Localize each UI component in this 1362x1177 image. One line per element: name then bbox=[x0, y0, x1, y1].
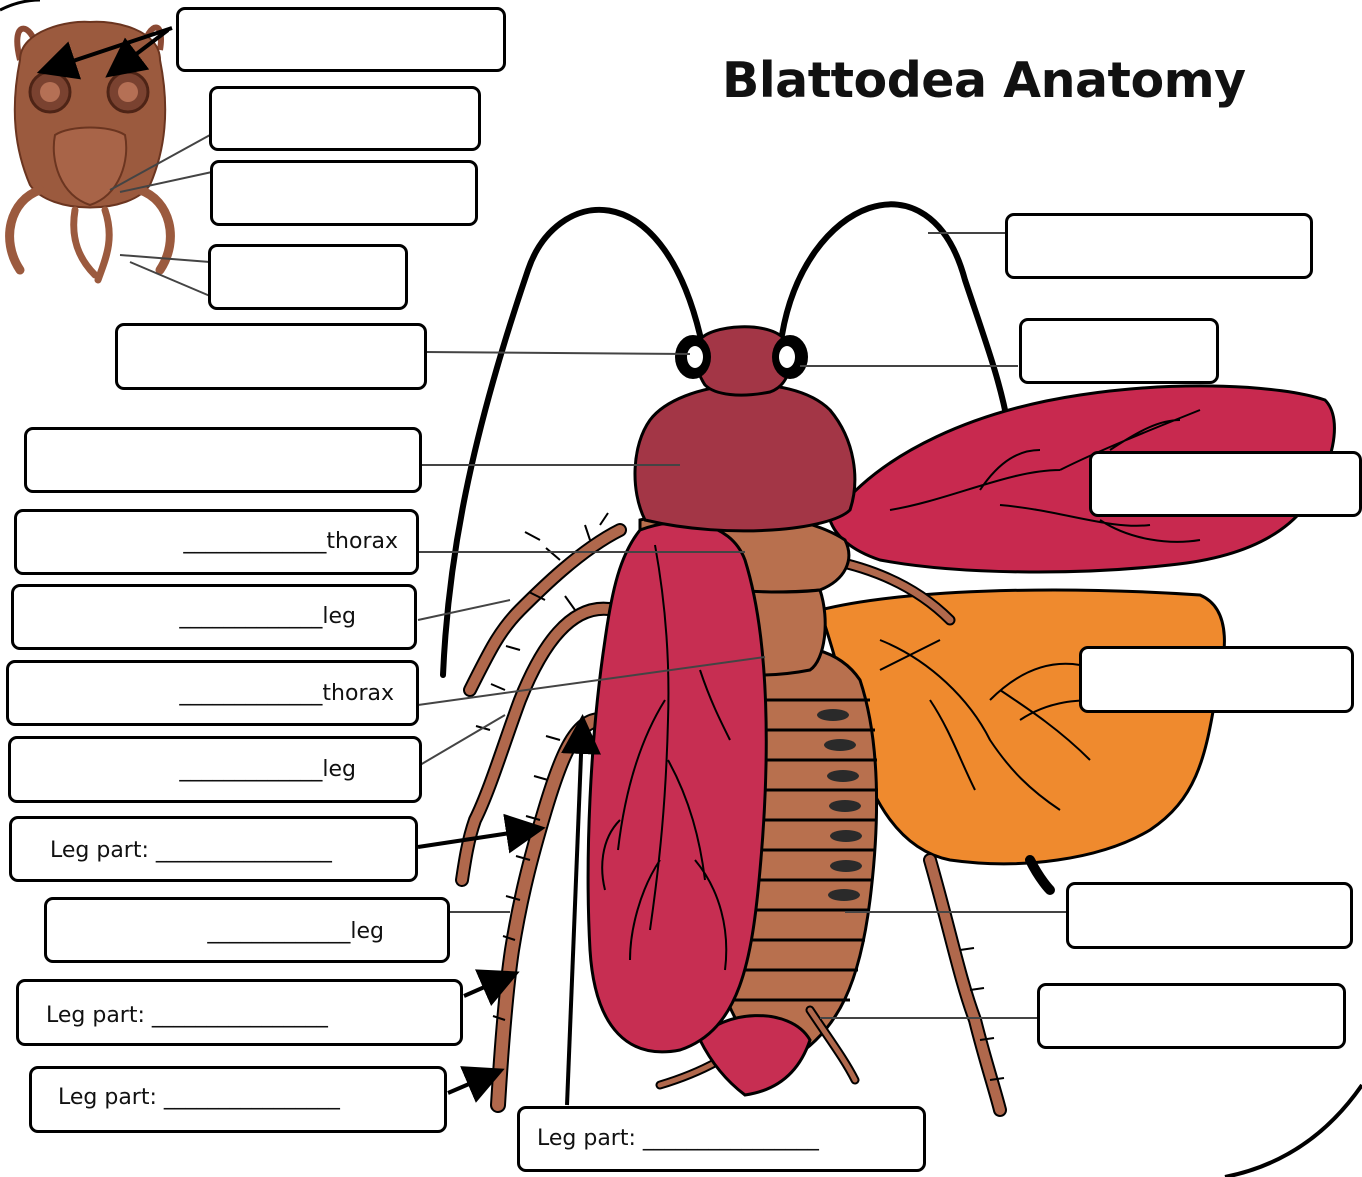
leg-part-label: Leg part: ________________ bbox=[50, 838, 332, 863]
answer-box-thorax-2[interactable]: _____________thorax bbox=[6, 660, 419, 726]
answer-box-leg-part-3[interactable]: Leg part: ________________ bbox=[29, 1066, 447, 1133]
leg-label: _____________leg bbox=[179, 757, 356, 782]
answer-box-leg-part-4[interactable]: Leg part: ________________ bbox=[517, 1106, 926, 1172]
answer-box-head-part-2[interactable] bbox=[210, 160, 478, 226]
answer-box-leg-part-1[interactable]: Leg part: ________________ bbox=[9, 816, 418, 882]
answer-box-leg-1[interactable]: _____________leg bbox=[11, 584, 417, 650]
leg-part-label: Leg part: ________________ bbox=[46, 1003, 328, 1028]
spiracle bbox=[830, 830, 862, 842]
answer-box-head-part-1[interactable] bbox=[209, 86, 481, 151]
spiracle bbox=[824, 739, 856, 751]
right-antenna bbox=[782, 204, 1008, 425]
answer-box-leg-part-2[interactable]: Leg part: ________________ bbox=[16, 979, 463, 1046]
answer-box-abdomen[interactable] bbox=[1066, 882, 1353, 949]
spiracle bbox=[830, 860, 862, 872]
spiracle bbox=[829, 800, 861, 812]
pronotum bbox=[635, 385, 855, 531]
answer-box-hindwing[interactable] bbox=[1089, 451, 1362, 517]
answer-box-wing[interactable] bbox=[1079, 646, 1354, 713]
leg-label: _____________leg bbox=[207, 919, 384, 944]
thorax-label: _____________thorax bbox=[183, 529, 398, 554]
answer-box-compound-eye[interactable] bbox=[115, 323, 427, 390]
answer-box-leg-3[interactable]: _____________leg bbox=[44, 897, 450, 963]
right-hind-leg bbox=[930, 860, 1000, 1110]
answer-box-eyes[interactable] bbox=[176, 7, 506, 72]
hindwing-orange bbox=[820, 590, 1224, 864]
answer-box-palps[interactable] bbox=[208, 244, 408, 310]
forewing bbox=[588, 522, 766, 1052]
page-title: Blattodea Anatomy bbox=[722, 52, 1282, 109]
leg-part-label: Leg part: ________________ bbox=[58, 1085, 340, 1110]
spiracle bbox=[817, 709, 849, 721]
spiracle bbox=[828, 889, 860, 901]
leg-label: _____________leg bbox=[179, 604, 356, 629]
leg-part-label: Leg part: ________________ bbox=[537, 1126, 819, 1151]
answer-box-head[interactable] bbox=[1019, 318, 1219, 384]
spiracle bbox=[827, 770, 859, 782]
cockroach-head-icon bbox=[10, 22, 171, 280]
thorax-label: _____________thorax bbox=[179, 681, 394, 706]
answer-box-thorax-1[interactable]: _____________thorax bbox=[14, 509, 419, 575]
answer-box-antenna[interactable] bbox=[1005, 213, 1313, 279]
answer-box-cerci[interactable] bbox=[1037, 983, 1346, 1049]
page-border-top bbox=[0, 0, 40, 10]
page-border-bottom bbox=[1225, 1085, 1362, 1177]
answer-box-pronotum[interactable] bbox=[24, 427, 422, 493]
answer-box-leg-2[interactable]: _____________leg bbox=[8, 736, 422, 803]
